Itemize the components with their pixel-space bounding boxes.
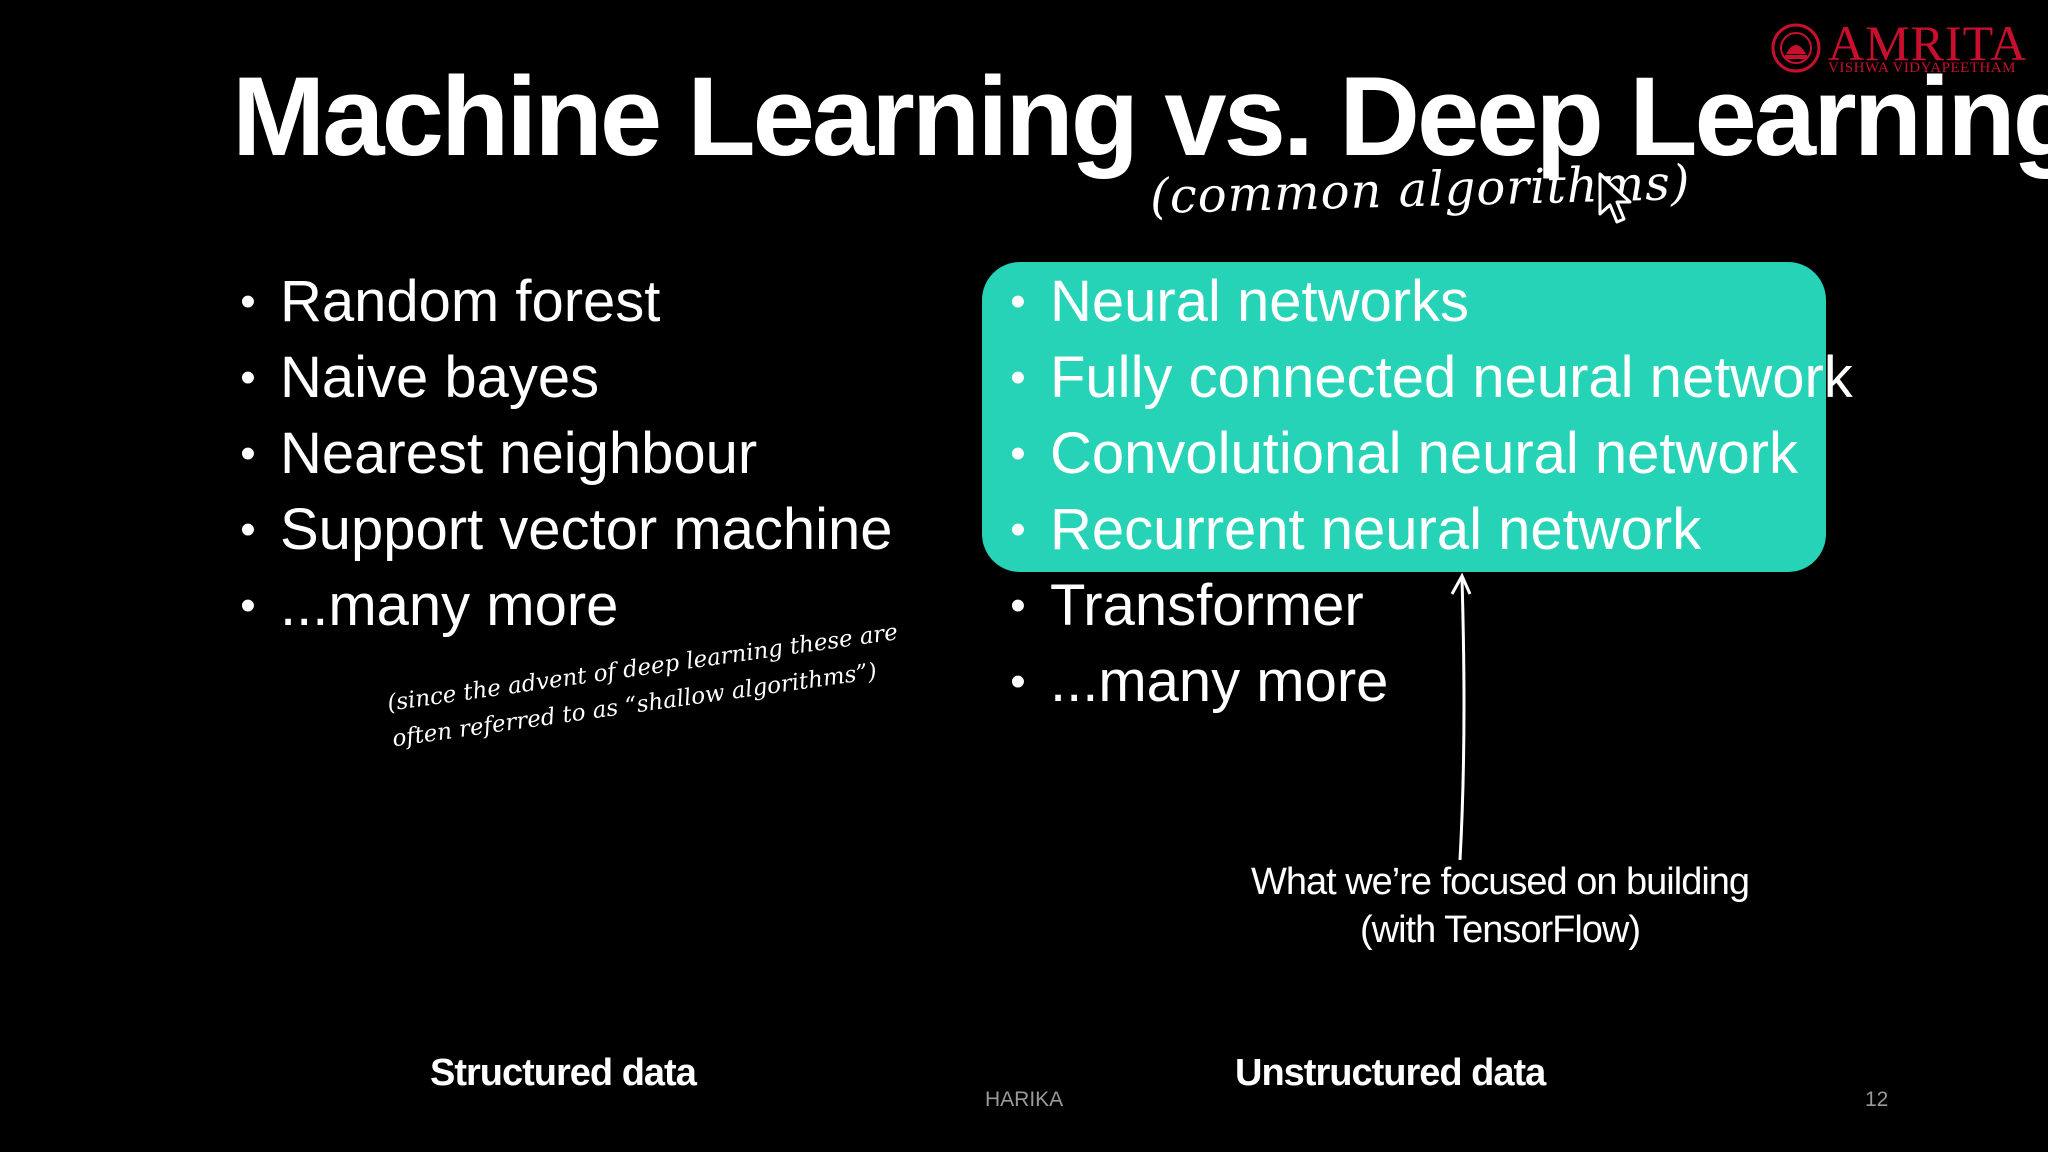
bullet-icon: • — [1010, 657, 1026, 706]
focus-caption: What we’re focused on building (with Ten… — [1250, 861, 1750, 951]
list-item: •...many more — [1008, 644, 1853, 720]
list-item: •Recurrent neural network — [1008, 492, 1853, 568]
bullet-icon: • — [1010, 277, 1026, 326]
mouse-pointer-icon — [1598, 172, 1632, 224]
bullet-icon: • — [1010, 353, 1026, 402]
list-item: •Nearest neighbour — [238, 416, 893, 492]
deep-learning-list: •Neural networks •Fully connected neural… — [1008, 264, 1853, 720]
list-item: •Naive bayes — [238, 340, 893, 416]
bullet-icon: • — [1010, 505, 1026, 554]
bullet-icon: • — [240, 581, 256, 630]
list-item: •Neural networks — [1008, 264, 1853, 340]
list-item: •Transformer — [1008, 568, 1853, 644]
page-number: 12 — [1865, 1088, 1889, 1111]
unstructured-data-label: Unstructured data — [1235, 1052, 1546, 1094]
logo-name: AMRITA — [1828, 15, 2028, 71]
slide-title: Machine Learning vs. Deep Learning — [232, 54, 2048, 179]
bullet-icon: • — [1010, 581, 1026, 630]
machine-learning-list: •Random forest •Naive bayes •Nearest nei… — [238, 264, 893, 644]
amrita-logo: AMRITA VISHWA VIDYAPEETHAM — [1770, 15, 2045, 80]
list-item: •...many more — [238, 568, 893, 644]
arrow-icon — [1450, 572, 1472, 860]
list-item: •Support vector machine — [238, 492, 892, 568]
list-item: •Convolutional neural network — [1008, 416, 1853, 492]
bullet-icon: • — [1010, 429, 1026, 478]
list-item: •Fully connected neural network — [1008, 340, 1852, 416]
bullet-icon: • — [240, 429, 256, 478]
university-seal-icon — [1771, 23, 1821, 73]
bullet-icon: • — [240, 277, 256, 326]
structured-data-label: Structured data — [430, 1052, 697, 1094]
neural-network-highlight — [982, 262, 1826, 572]
bullet-icon: • — [240, 353, 256, 402]
author-footer: HARIKA — [985, 1088, 1064, 1111]
list-item: •Random forest — [238, 264, 893, 340]
bullet-icon: • — [240, 505, 256, 554]
logo-tagline: VISHWA VIDYAPEETHAM — [1828, 60, 2016, 76]
